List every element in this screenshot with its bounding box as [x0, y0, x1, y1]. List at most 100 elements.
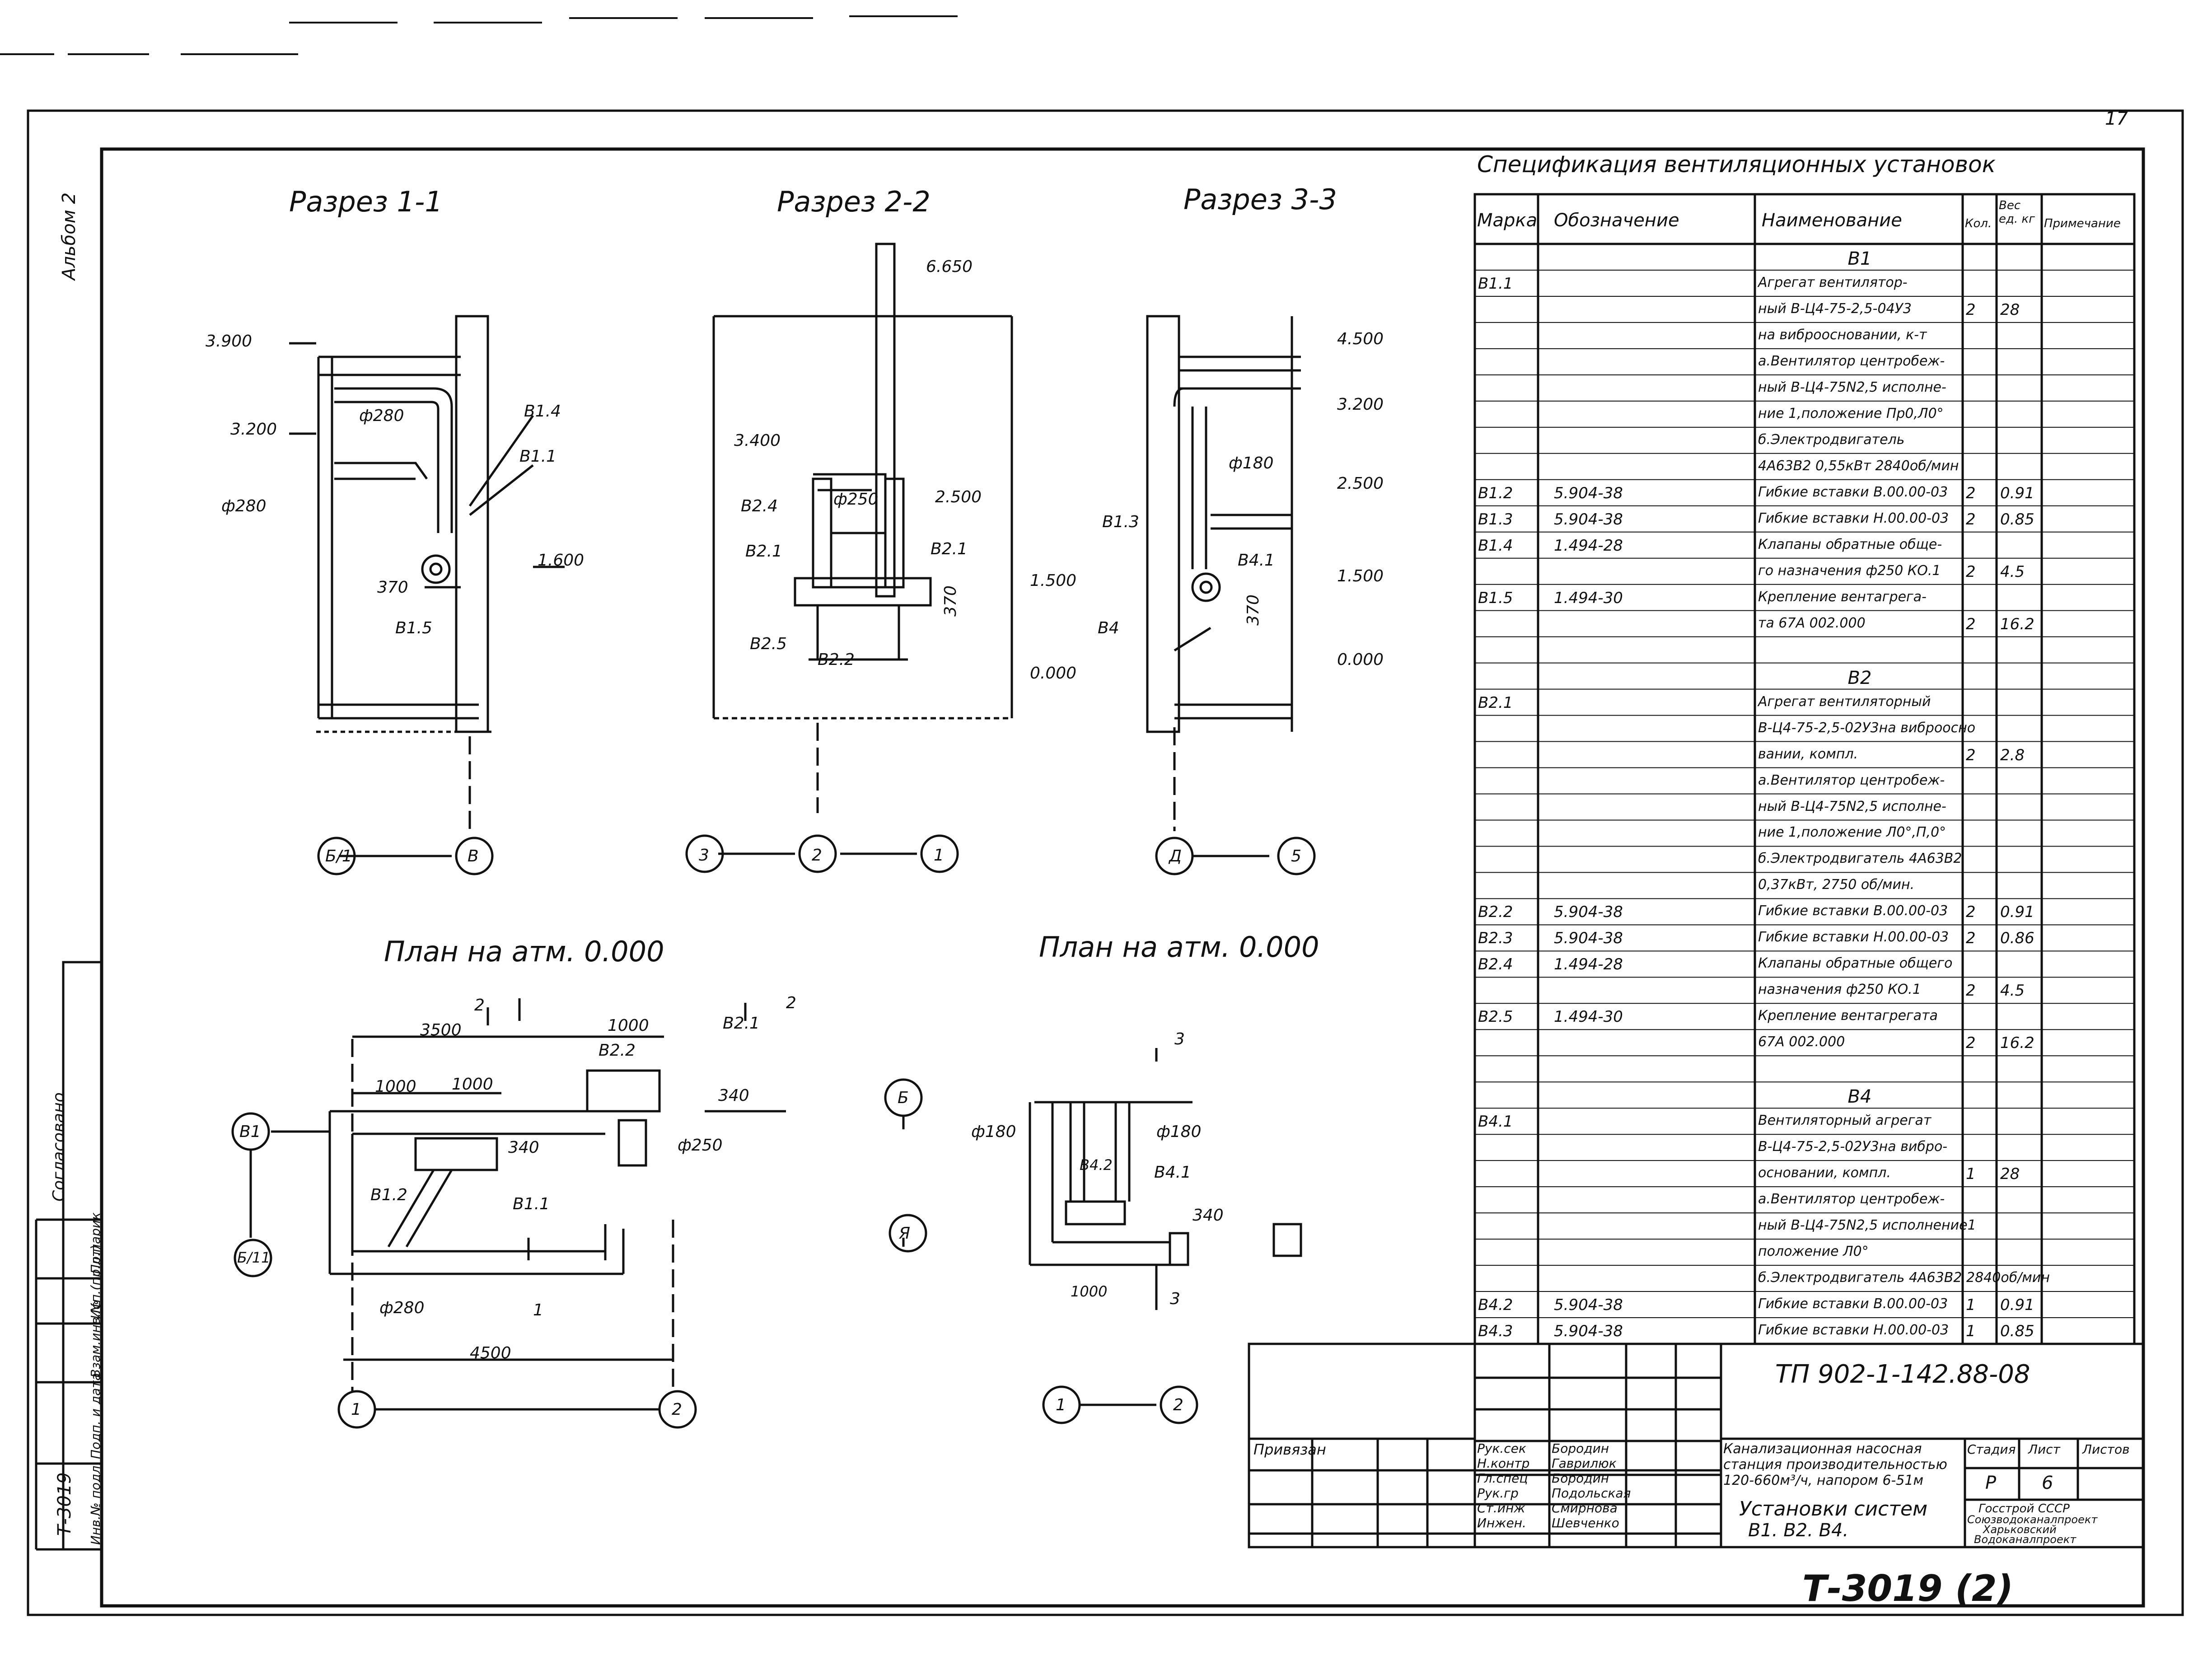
stamp-name: Бородин: [1552, 1441, 1609, 1456]
spec-cell-name: ный В-Ц4-75-2,5-04У3: [1758, 300, 1912, 317]
stamp-name: Смирнова: [1552, 1501, 1618, 1516]
equipment-label: В4.1: [1154, 1163, 1191, 1182]
spec-cell-weight: 4.5: [2000, 982, 2025, 1000]
elev-label: 2.500: [935, 488, 982, 506]
spec-cell-designation: 1.494-28: [1554, 536, 1623, 555]
dim-label: 1000: [1071, 1283, 1108, 1300]
section-cut-label: 2: [786, 994, 796, 1012]
spec-cell-name: б.Электродвигатель 4А63В2 2840об/мин: [1758, 1270, 2050, 1286]
stage-label: Стадия: [1967, 1442, 2016, 1457]
diameter-label: ф280: [221, 497, 267, 515]
section-1-1-title: Разрез 1-1: [289, 185, 443, 218]
dim-label: 370: [377, 578, 408, 597]
axis-marker: Я: [899, 1224, 911, 1243]
stamp-name: Гаврилюк: [1552, 1456, 1617, 1471]
plan-1: [231, 998, 786, 1429]
spec-row-lines: [1475, 269, 2134, 1319]
spec-cell-name: а.Вентилятор центробеж-: [1758, 353, 1945, 369]
elev-label: 0.000: [1030, 664, 1077, 683]
elev-label: 3.900: [206, 332, 253, 351]
equipment-label: В2.1: [931, 540, 968, 558]
axis-marker: Б/11: [237, 1249, 271, 1266]
spec-cell-mark: В1.2: [1478, 484, 1513, 502]
project-line: 120-660м³/ч, напором 6-51м: [1723, 1473, 1924, 1488]
stamp-name: Бородин: [1552, 1471, 1609, 1486]
spec-cell-qty: 2: [1966, 929, 1976, 948]
spec-cell-mark: В1.4: [1478, 536, 1513, 555]
title-block: [1248, 1343, 2145, 1548]
spec-cell-name: на виброосновании, к-т: [1758, 327, 1927, 343]
stamp-role: Рук.гр: [1477, 1486, 1519, 1501]
spec-cell-name: Клапаны обратные общего: [1758, 955, 1953, 972]
spec-cell-name: В4: [1847, 1086, 1872, 1108]
spec-cell-designation: 5.904-38: [1554, 510, 1623, 529]
spec-cell-weight: 0.91: [2000, 903, 2034, 922]
plan-2-title: План на атм. 0.000: [1039, 931, 1319, 964]
spec-cell-weight: 28: [2000, 1165, 2020, 1184]
spec-cell-qty: 2: [1966, 300, 1976, 319]
sheet-label: Лист: [2028, 1442, 2060, 1457]
dim-label: 4500: [470, 1344, 511, 1362]
axis-marker: Б: [898, 1089, 909, 1107]
spec-cell-designation: 5.904-38: [1554, 1322, 1623, 1341]
elev-label: 6.650: [926, 257, 973, 276]
spec-cell-name: основании, компл.: [1758, 1165, 1891, 1181]
spec-cell-name: Гибкие вставки В.00.00-03: [1758, 1296, 1948, 1312]
elev-label: 1.600: [538, 551, 585, 570]
section-2-2-title: Разрез 2-2: [777, 185, 931, 218]
equipment-label: В1.3: [1102, 513, 1139, 531]
elev-label: 1.500: [1030, 571, 1077, 590]
equipment-label: В4.2: [1080, 1156, 1113, 1174]
sheet-value: 6: [2042, 1473, 2053, 1493]
stamp-name: Шевченко: [1552, 1516, 1619, 1530]
section-cut-label: 3: [1174, 1030, 1185, 1048]
spec-cell-designation: 5.904-38: [1554, 903, 1623, 922]
dim-label: 340: [718, 1086, 749, 1105]
sheet-number: 17: [2105, 108, 2128, 129]
spec-cell-mark: В1.3: [1478, 510, 1513, 529]
spec-cell-designation: 1.494-28: [1554, 955, 1623, 974]
spec-cell-name: б.Электродвигатель: [1758, 431, 1905, 448]
elev-label: 0.000: [1337, 650, 1384, 669]
dim-label: 370: [941, 585, 960, 617]
section-2-2: [685, 243, 1013, 873]
plan-2: [884, 1048, 1302, 1424]
spec-header-name: Наименование: [1762, 210, 1902, 231]
outer-frame: [27, 109, 2184, 1616]
equipment-label: В2.2: [599, 1041, 636, 1060]
spec-cell-mark: В2.3: [1478, 929, 1513, 948]
spec-cell-qty: 1: [1966, 1296, 1976, 1315]
spec-header-note: Примечание: [2044, 217, 2121, 230]
spec-cell-name: Вентиляторный агрегат: [1758, 1113, 1931, 1129]
section-cut-label: 3: [1170, 1290, 1180, 1308]
spec-cell-name: Клапаны обратные обще-: [1758, 536, 1942, 552]
spec-cell-mark: В4.3: [1478, 1322, 1513, 1341]
spec-cell-weight: 2.8: [2000, 746, 2025, 764]
spec-cell-mark: В1.1: [1478, 274, 1513, 293]
spec-cell-name: б.Электродвигатель 4А63В2: [1758, 851, 1962, 867]
spec-cell-weight: 16.2: [2000, 1034, 2034, 1053]
spec-cell-name: вании, компл.: [1758, 746, 1858, 762]
spec-cell-weight: 0.91: [2000, 484, 2034, 502]
spec-cell-qty: 2: [1966, 746, 1976, 764]
sheets-label: Листов: [2082, 1442, 2130, 1457]
spec-cell-name: ние 1,положение Л0°,П,0°: [1758, 824, 1946, 841]
spec-cell-name: положение Л0°: [1758, 1244, 1869, 1260]
org-line: Харьковский: [1983, 1523, 2057, 1536]
spec-cell-name: Гибкие вставки Н.00.00-03: [1758, 929, 1949, 945]
spec-title: Спецификация вентиляционных установок: [1477, 151, 1996, 178]
spec-header-designation: Обозначение: [1554, 210, 1679, 231]
spec-cell-mark: В4.2: [1478, 1296, 1513, 1315]
spec-cell-name: Гибкие вставки Н.00.00-03: [1758, 510, 1949, 526]
diameter-label: ф250: [833, 490, 879, 509]
org-line: Госстрой СССР: [1978, 1502, 2070, 1516]
spec-cell-designation: 1.494-30: [1554, 1008, 1623, 1026]
spec-cell-mark: В2.2: [1478, 903, 1513, 922]
spec-cell-qty: 2: [1966, 903, 1976, 922]
diameter-label: ф180: [1156, 1123, 1202, 1141]
diameter-label: ф250: [678, 1136, 723, 1155]
axis-marker: 2: [812, 846, 822, 865]
spec-cell-name: 67А 002.000: [1758, 1034, 1845, 1050]
spec-cell-name: Гибкие вставки Н.00.00-03: [1758, 1322, 1949, 1338]
